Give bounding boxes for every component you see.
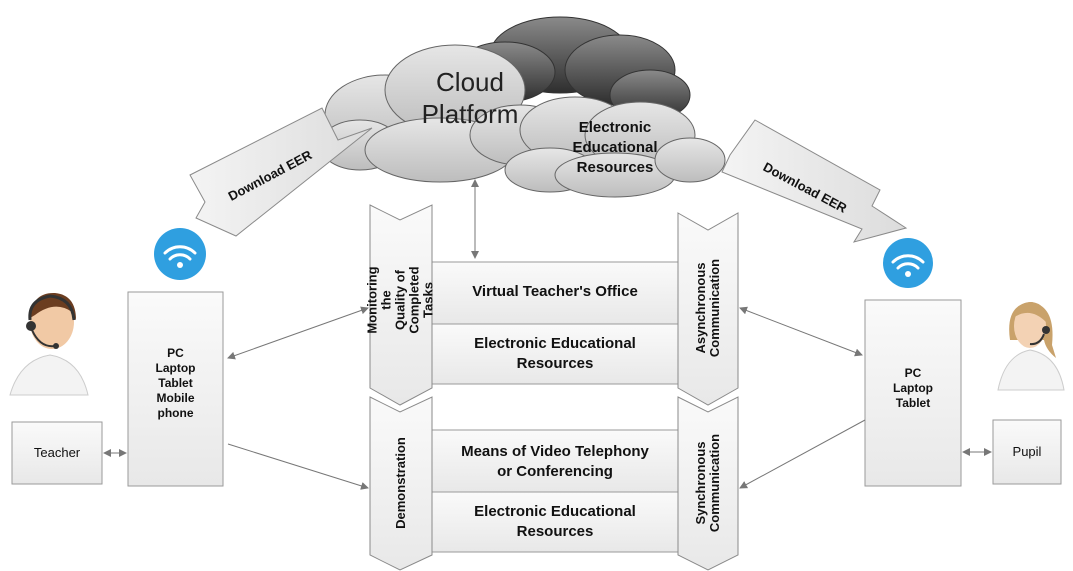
sync-resources-label: Electronic Educational Resources — [474, 503, 636, 540]
connectors — [103, 179, 992, 490]
asynchronous-communication-label: Asynchronous Communication — [693, 258, 723, 357]
cloud-resources-label: Electronic Educational Resources — [572, 119, 658, 176]
cloud-icon — [319, 16, 726, 198]
async-block — [369, 204, 739, 406]
teacher-avatar-icon — [9, 292, 89, 396]
wifi-icon — [154, 228, 206, 280]
download-arrow-right — [721, 119, 908, 243]
wifi-icon — [883, 238, 933, 288]
pupil-box — [992, 419, 1062, 485]
synchronous-communication-label: Synchronous Communication — [693, 433, 723, 532]
pupil-label: Pupil — [1012, 444, 1042, 459]
async-resources-label: Electronic Educational Resources — [474, 335, 636, 372]
teacher-label: Teacher — [33, 445, 81, 460]
monitoring-quality-label: Monitoring the Quality of Completed Task… — [365, 266, 437, 334]
pupil-avatar-icon — [997, 302, 1065, 391]
demonstration-label: Demonstration — [393, 436, 409, 529]
pupil-devices-box — [864, 299, 962, 487]
virtual-office-label: Virtual Teacher's Office — [472, 283, 638, 300]
sync-block — [369, 396, 739, 571]
teacher-devices-box — [127, 291, 224, 487]
teacher-box — [11, 421, 103, 485]
pupil-devices-label: PC Laptop Tablet — [893, 366, 933, 410]
cloud-platform-label: Cloud Platform — [421, 67, 519, 129]
download-arrow-left — [189, 107, 373, 237]
video-telephony-label: Means of Video Telephony or Conferencing — [461, 443, 649, 480]
teacher-devices-label: PC Laptop Tablet Mobile phone — [155, 346, 196, 420]
